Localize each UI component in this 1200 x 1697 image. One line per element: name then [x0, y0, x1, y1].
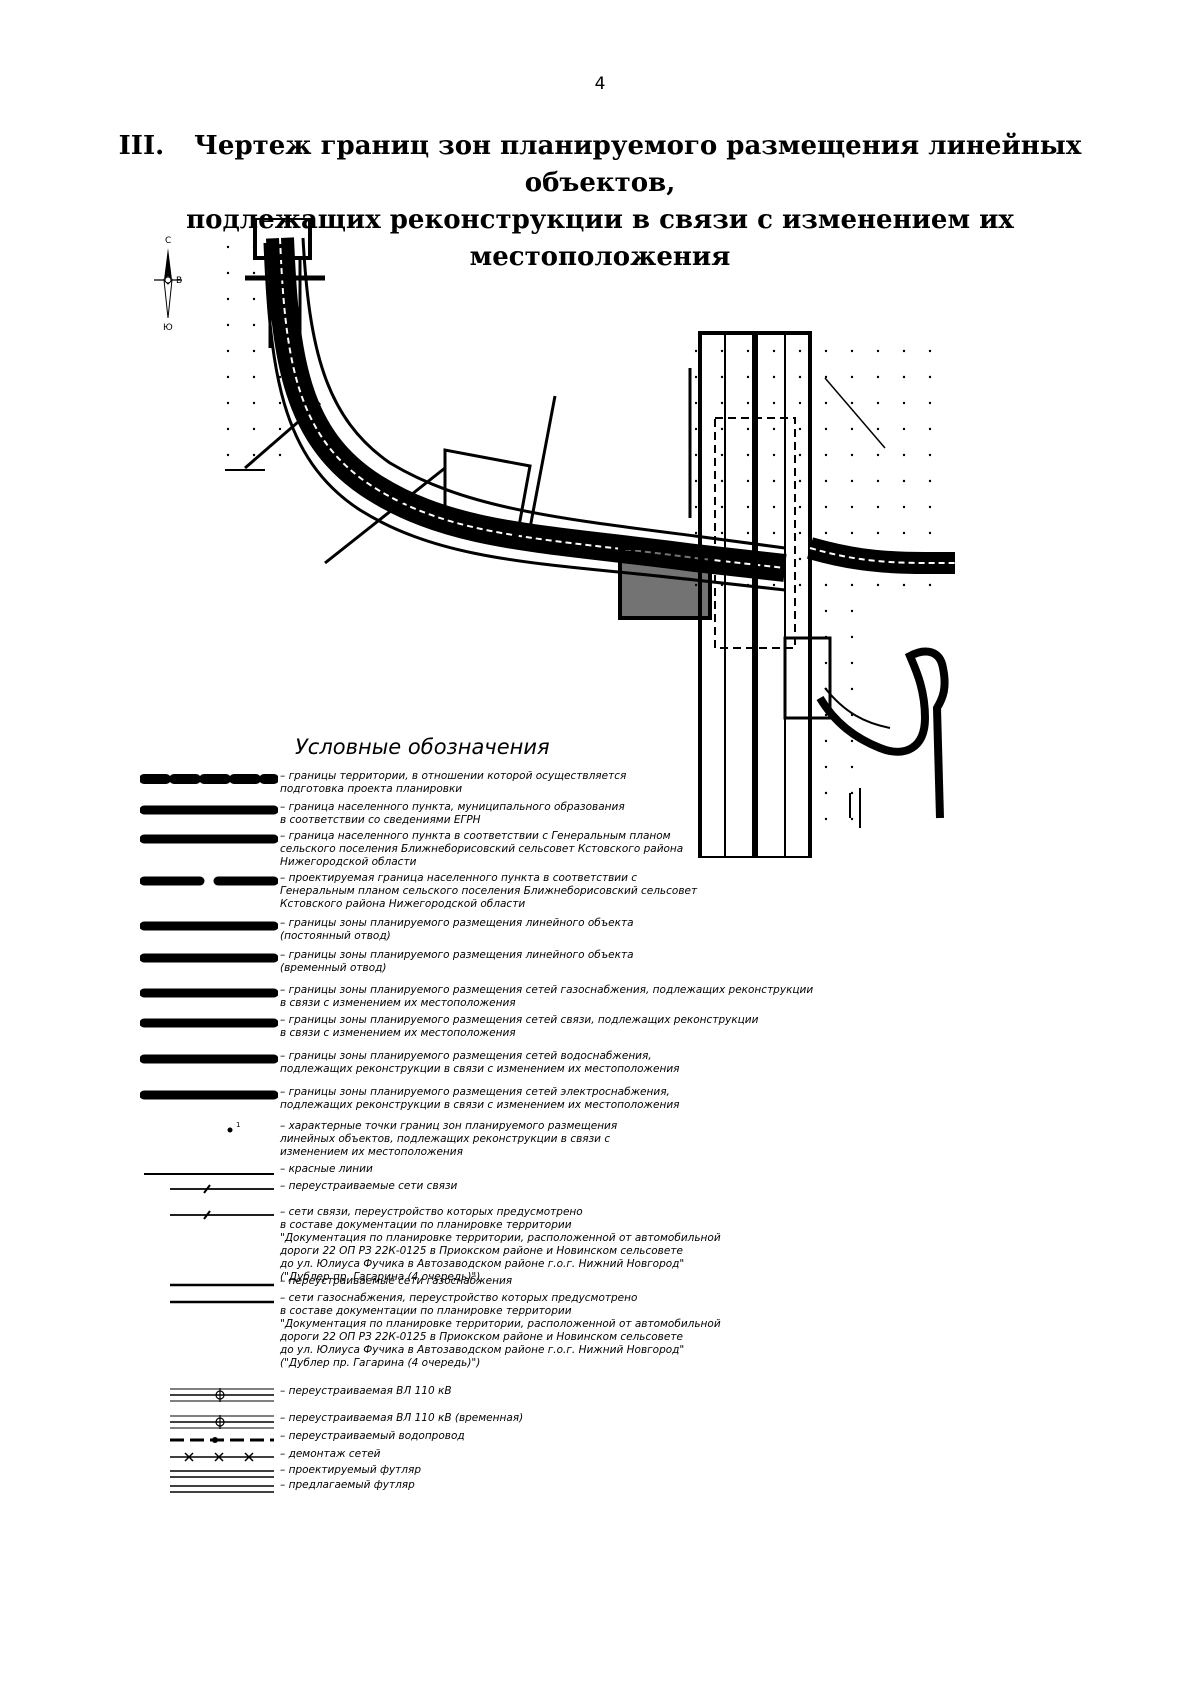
- legend-symbol-comm-line-icon: [140, 1180, 278, 1210]
- legend-symbol-dash-thick-icon: [139, 770, 279, 800]
- title-line-1: III. Чертеж границ зон планируемого разме…: [60, 128, 1140, 202]
- title-line-2: подлежащих реконструкции в связи с измен…: [186, 205, 1014, 272]
- legend-symbol-demolish-icon: [140, 1448, 278, 1478]
- legend-symbol-solid-thick-icon: [139, 984, 279, 1014]
- legend-item-text: – переустраиваемая ВЛ 110 кВ (временная): [280, 1412, 524, 1424]
- intersection: [618, 377, 955, 720]
- legend-symbol-solid-thick-icon: [139, 917, 279, 947]
- legend-item-text: – переустраиваемый водопровод: [280, 1430, 465, 1442]
- map-drawing: [225, 218, 955, 858]
- north-road-detail: [245, 218, 325, 348]
- legend-item-text: – переустраиваемая ВЛ 110 кВ: [280, 1385, 452, 1397]
- legend-item-text: – граница населенного пункта в соответст…: [280, 830, 684, 868]
- legend-item-text: – характерные точки границ зон планируем…: [280, 1120, 618, 1158]
- legend-symbol-solid-thick-icon: [139, 949, 279, 979]
- legend-item-text: – переустраиваемые сети связи: [280, 1180, 458, 1192]
- section-number: III.: [118, 131, 165, 161]
- legend-item-text: – красные линии: [280, 1163, 373, 1175]
- title-text-1: Чертеж границ зон планируемого размещени…: [194, 131, 1082, 198]
- legend-symbol-gas-line-icon: [140, 1275, 278, 1305]
- page-number: 4: [594, 74, 606, 94]
- road-corridor: [263, 237, 787, 592]
- legend-symbol-solid-thick-icon: [139, 801, 279, 831]
- compass-rose-icon: С З В Ю: [154, 236, 182, 333]
- legend-symbol-vl-icon: [140, 1385, 278, 1415]
- legend-symbol-solid-thick-icon: [139, 1050, 279, 1080]
- compass-south-label: Ю: [163, 323, 173, 333]
- legend-symbol-solid-thick-icon: [139, 1086, 279, 1116]
- legend-symbol-thin-line-icon: [140, 1163, 278, 1193]
- svg-text:1: 1: [236, 1121, 240, 1129]
- legend-symbol-case-icon: [140, 1479, 278, 1509]
- legend-symbol-case-icon: [140, 1464, 278, 1494]
- compass-north-label: С: [165, 236, 171, 246]
- legend-symbol-gas-line-icon: [140, 1292, 278, 1322]
- legend-title: Условные обозначения: [295, 735, 550, 759]
- legend-item-text: – границы зоны планируемого размещения л…: [280, 949, 634, 974]
- legend-item-text: – сети газоснабжения, переустройство кот…: [280, 1292, 721, 1369]
- legend-symbol-comm-line-icon: [140, 1206, 278, 1236]
- legend-item-text: – проектируемый футляр: [280, 1464, 421, 1476]
- water-pipeline-route: [816, 647, 949, 819]
- legend-symbol-water-icon: [140, 1430, 278, 1460]
- legend-item-text: – демонтаж сетей: [280, 1448, 381, 1460]
- legend-item-text: – проектируемая граница населенного пунк…: [280, 872, 698, 910]
- legend-symbol-point-icon: 1: [140, 1120, 278, 1150]
- legend-item-text: – предлагаемый футляр: [280, 1479, 415, 1491]
- legend-item-text: – сети связи, переустройство которых пре…: [280, 1206, 721, 1283]
- legend-item-text: – границы зоны планируемого размещения с…: [280, 984, 814, 1009]
- legend-symbol-solid-thick-icon: [139, 830, 279, 860]
- legend-item-text: – граница населенного пункта, муниципаль…: [280, 801, 625, 826]
- legend-item-text: – переустраиваемые сети газоснабжения: [280, 1275, 513, 1287]
- legend-item-text: – границы зоны планируемого размещения с…: [280, 1050, 680, 1075]
- legend-item-text: – границы зоны планируемого размещения с…: [280, 1086, 680, 1111]
- legend-symbol-dash-long-icon: [139, 872, 279, 902]
- legend-symbol-vl-icon: [140, 1412, 278, 1442]
- legend-item-text: – границы территории, в отношении которо…: [280, 770, 627, 795]
- crossing-lines: [225, 395, 557, 565]
- legend-item-text: – границы зоны планируемого размещения л…: [280, 917, 634, 942]
- compass-east-label: В: [176, 276, 182, 286]
- page-title: III. Чертеж границ зон планируемого разме…: [60, 128, 1140, 276]
- legend-item-text: – границы зоны планируемого размещения с…: [280, 1014, 759, 1039]
- legend-symbol-solid-thick-icon: [139, 1014, 279, 1044]
